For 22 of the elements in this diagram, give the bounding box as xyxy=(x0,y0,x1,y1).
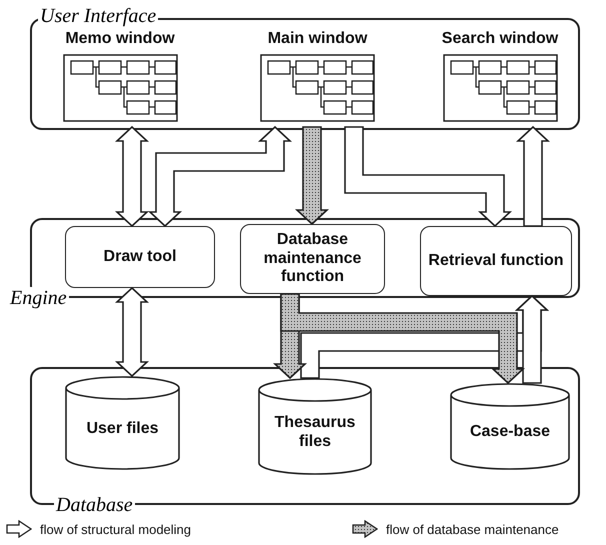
block-arrow xyxy=(514,294,550,384)
window-title: Search window xyxy=(440,30,560,48)
block-arrow xyxy=(114,126,150,228)
legend-label: flow of database maintenance xyxy=(386,522,559,536)
cylinder-label: User files xyxy=(86,420,159,438)
group-label: Engine xyxy=(8,287,69,309)
block-arrow xyxy=(114,286,150,378)
box-label: Database maintenance function xyxy=(262,231,362,287)
block-arrow xyxy=(294,126,330,226)
cylinder-label: Case-base xyxy=(470,423,550,442)
box-label: Draw tool xyxy=(104,248,176,266)
box-label: Retrieval function xyxy=(428,252,564,270)
block-arrow xyxy=(516,126,550,227)
block-arrow xyxy=(344,126,512,228)
window-title: Main window xyxy=(266,30,368,48)
cylinder-label: Thesaurus files xyxy=(274,414,356,451)
block-arrow xyxy=(148,126,292,228)
group-label: User Interface xyxy=(38,5,158,27)
legend-label: flow of structural modeling xyxy=(40,522,192,536)
block-arrow xyxy=(280,293,526,384)
process-box xyxy=(65,226,215,288)
window-title: Memo window xyxy=(64,30,176,48)
